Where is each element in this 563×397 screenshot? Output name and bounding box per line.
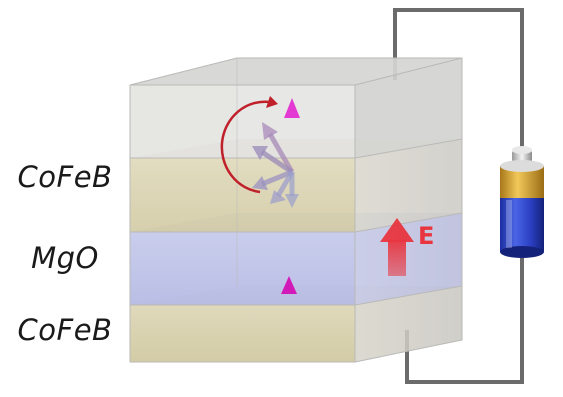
rotation-arc-head-icon xyxy=(266,96,278,108)
rotation-arc xyxy=(220,100,271,194)
bottom-magnetization-arrow-head-icon xyxy=(281,276,297,294)
top-magnetization-arrow-head-icon xyxy=(284,98,300,118)
field-arrow-head-icon xyxy=(380,218,414,242)
bottom-magnetization xyxy=(281,276,297,330)
upper-block xyxy=(130,58,462,158)
bottom-layer-label: CoFeB xyxy=(17,313,113,347)
top-layer-label: CoFeB xyxy=(17,160,113,194)
electric-field-arrow xyxy=(380,218,414,276)
field-label: E xyxy=(418,222,434,250)
barrier-layer-label: MgO xyxy=(31,241,99,275)
circuit-wire xyxy=(393,8,524,384)
box-edges xyxy=(129,57,463,363)
battery-icon xyxy=(500,146,544,258)
magnetization-rotation xyxy=(220,96,300,208)
